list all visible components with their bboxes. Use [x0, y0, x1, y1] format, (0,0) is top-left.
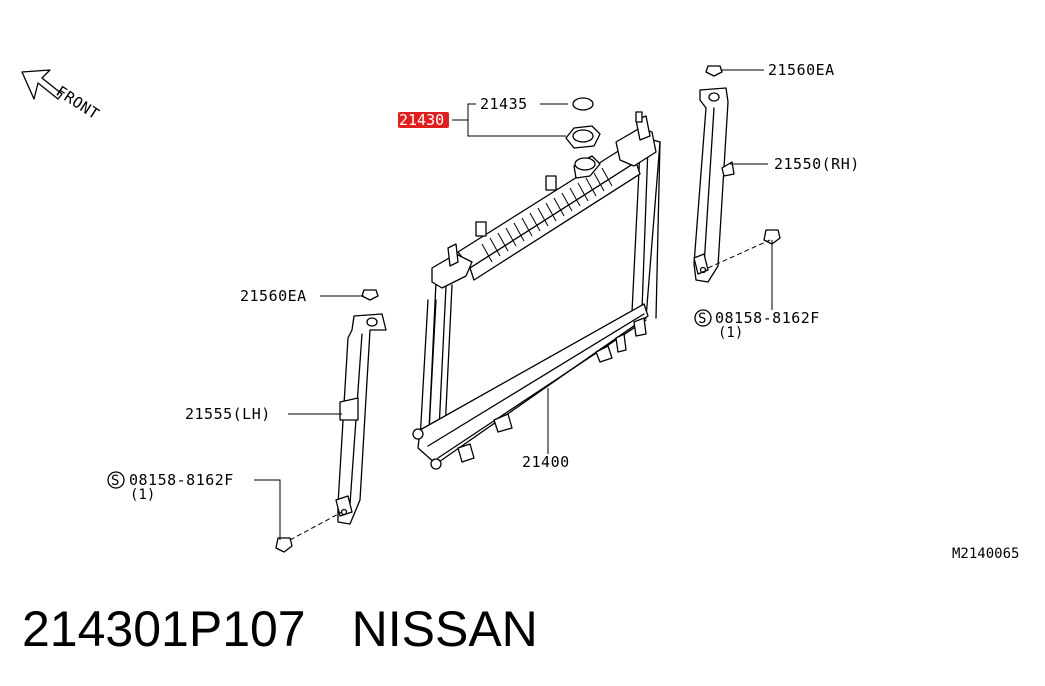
radiator-cap-21430 [565, 125, 601, 149]
front-label: FRONT [53, 82, 103, 123]
highlight-box [398, 112, 449, 128]
quantity-label-right: (1) [718, 325, 743, 341]
part-label-21430: 21430 [399, 111, 444, 129]
diagram-reference-code: M2140065 [952, 546, 1019, 562]
screw-symbol-icon: S [694, 309, 712, 327]
radiator-core [412, 111, 661, 470]
part-label-21560ea-right: 21560EA [768, 61, 835, 79]
bracket-rh-21550 [693, 87, 735, 283]
screw-symbol-letter: S [698, 311, 706, 327]
part-label-21560ea-left: 21560EA [240, 287, 307, 305]
seal-ring-21435 [572, 97, 594, 111]
screw-symbol-letter: S [111, 473, 119, 489]
bracket-lh-21555 [335, 313, 387, 525]
caption: 214301P107 NISSAN [22, 596, 538, 662]
quantity-label-left: (1) [130, 487, 155, 503]
front-arrow-icon [21, 69, 63, 100]
part-number: 214301P107 [22, 601, 306, 657]
nut-icon [705, 65, 723, 77]
highlighted-part-21430: 21430 [398, 111, 449, 129]
part-label-21550-rh: 21550(RH) [774, 155, 860, 173]
parts-diagram: FRONT [21, 61, 1019, 562]
part-label-21555-lh: 21555(LH) [185, 405, 271, 423]
part-label-08158-left: 08158-8162F [129, 471, 234, 489]
nut-icon [361, 289, 379, 301]
screw-symbol-icon: S [107, 471, 125, 489]
brand-name: NISSAN [351, 601, 538, 657]
part-label-08158-right: 08158-8162F [715, 309, 820, 327]
bolt-icon [275, 537, 293, 553]
part-label-21435: 21435 [480, 95, 528, 113]
part-label-21400: 21400 [522, 453, 570, 471]
